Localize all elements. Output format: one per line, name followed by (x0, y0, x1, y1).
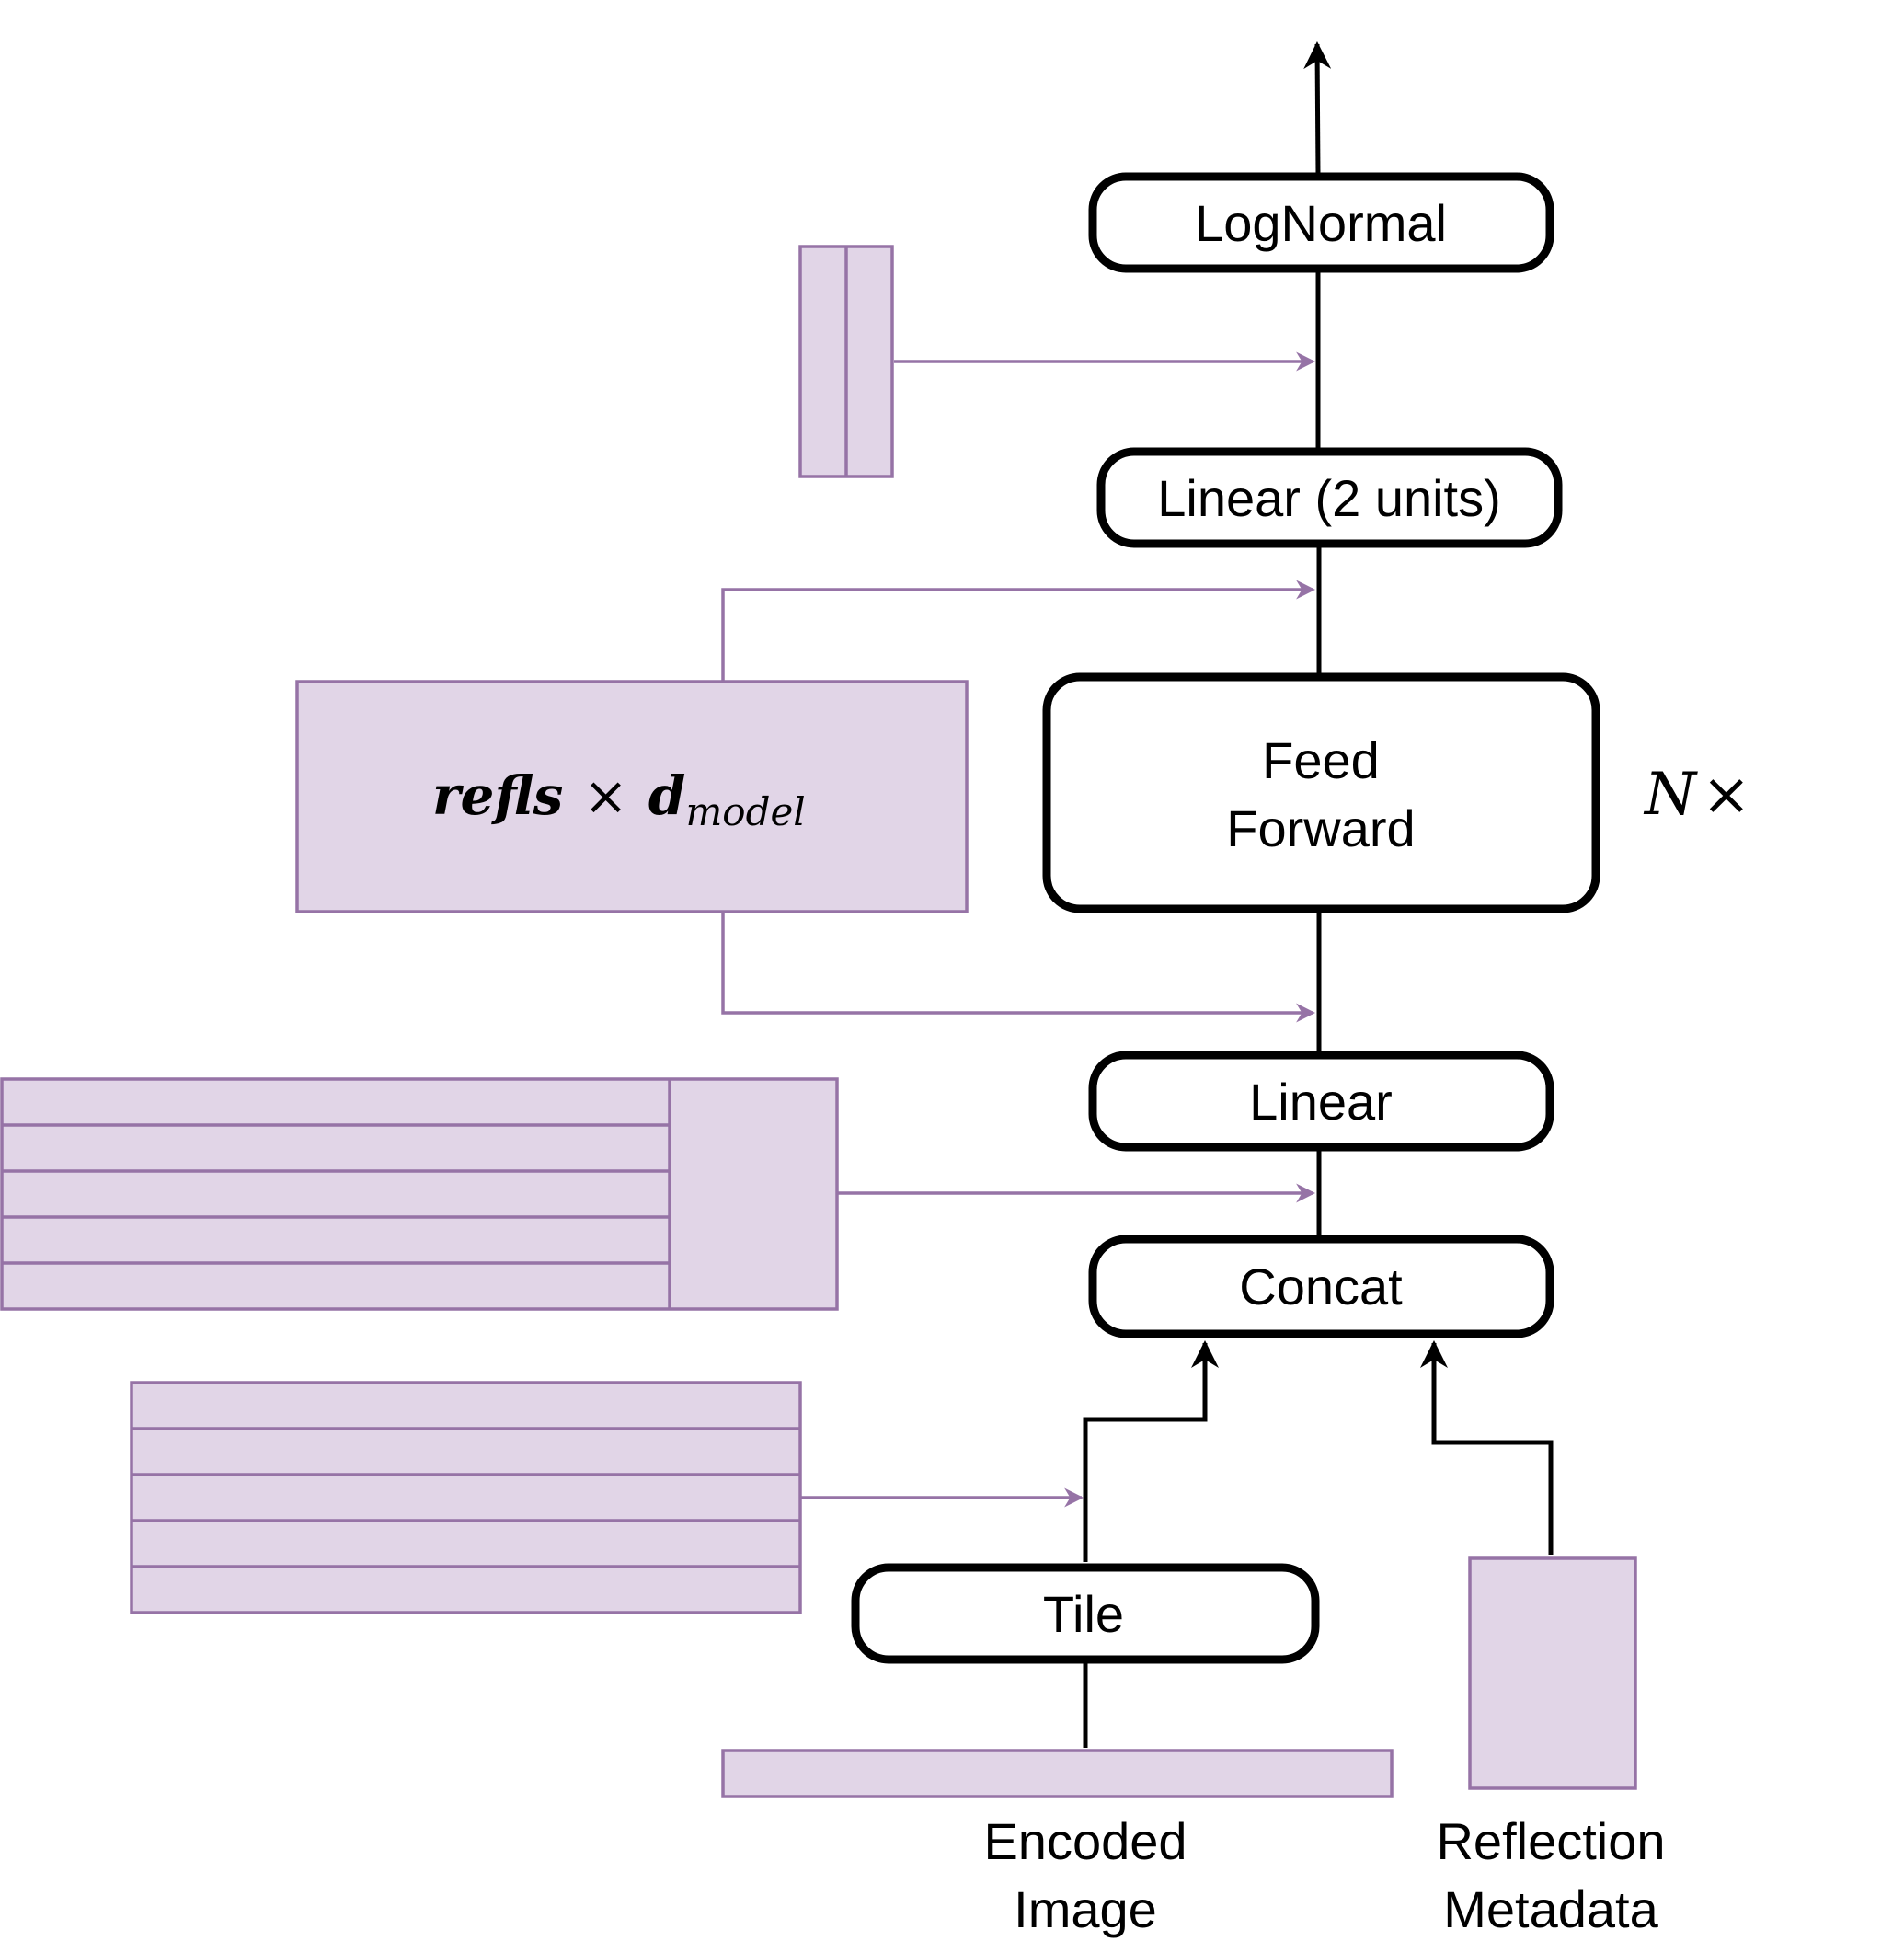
tensor-shape-arrows (721, 351, 1316, 1508)
label-linear-2-units: Linear (2 units) (1157, 469, 1501, 527)
block-linear (1088, 1051, 1554, 1152)
tensor-shapes (0, 245, 1637, 1798)
block-feed-forward (1042, 672, 1600, 913)
label-lognormal: LogNormal (1195, 194, 1447, 252)
label-tile: Tile (1043, 1585, 1124, 1643)
main-flow-lines (1083, 41, 1554, 1748)
tensor-output-params (798, 245, 894, 478)
tensor-refls-by-dmodel (295, 680, 969, 913)
tensor-concatenated (0, 1077, 839, 1311)
caption-encoded-image-line1: Encoded (983, 1812, 1187, 1870)
tensor-tiled-image (130, 1381, 802, 1614)
caption-reflection-metadata-line2: Metadata (1443, 1880, 1658, 1938)
block-lognormal (1088, 172, 1554, 273)
tensor-shape-label: refls×dmodel (432, 764, 806, 834)
label-feed-forward-line2: Forward (1226, 799, 1415, 857)
shape-arrow-ff-in (721, 912, 1316, 1023)
block-tile (851, 1563, 1320, 1664)
caption-encoded-image-line2: Image (1014, 1880, 1157, 1938)
operation-blocks (851, 172, 1600, 1664)
shape-arrow-ff-out (721, 580, 1316, 681)
tensor-reflection-metadata (1468, 1556, 1637, 1790)
label-concat: Concat (1239, 1258, 1403, 1315)
block-concat (1088, 1235, 1554, 1338)
arrow-metadata-to-concat (1420, 1340, 1554, 1555)
block-linear-2-units (1096, 447, 1563, 548)
repeat-count-label: N× (1643, 761, 1751, 829)
output-arrow (1303, 41, 1332, 176)
caption-reflection-metadata-line1: Reflection (1436, 1812, 1665, 1870)
arrow-tile-to-concat (1083, 1340, 1219, 1562)
tensor-encoded-image (721, 1749, 1394, 1798)
label-feed-forward-line1: Feed (1262, 731, 1380, 789)
label-linear: Linear (1249, 1073, 1393, 1131)
